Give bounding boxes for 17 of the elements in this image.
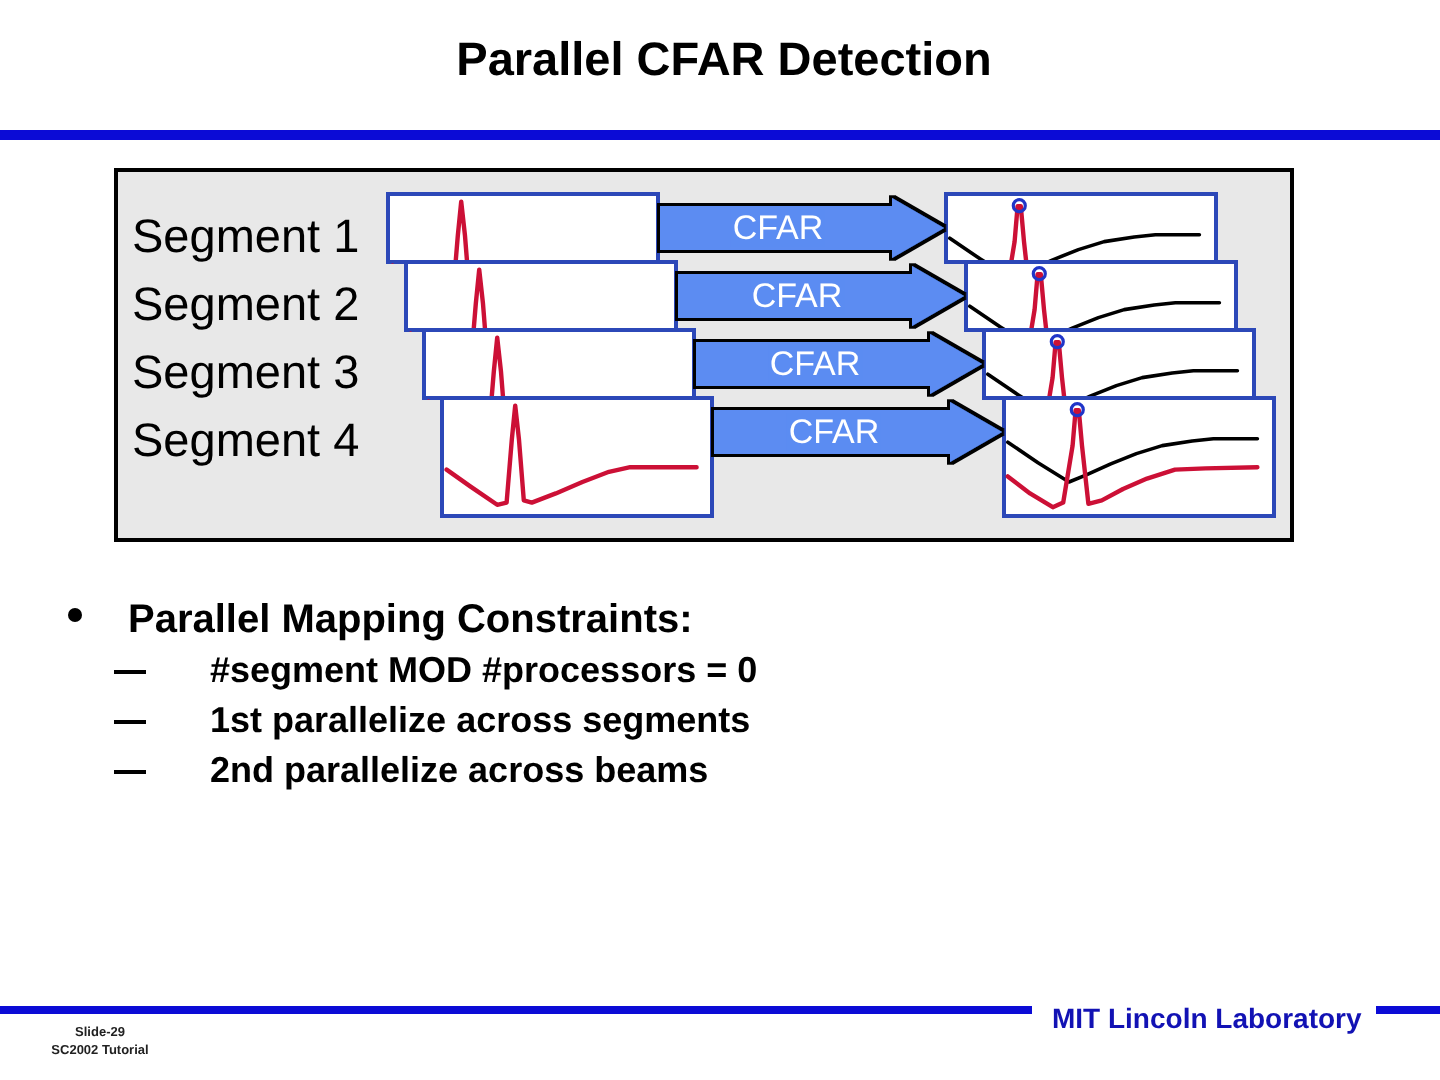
segment-label: Segment 1 xyxy=(132,208,360,264)
bullet-item: 1st parallelize across segments xyxy=(210,698,751,742)
segment-label: Segment 2 xyxy=(132,276,360,332)
bullet-heading: Parallel Mapping Constraints: xyxy=(128,596,693,644)
bullet-item: #segment MOD #processors = 0 xyxy=(210,648,758,692)
block-arrow xyxy=(660,198,944,258)
organization-name: MIT Lincoln Laboratory xyxy=(1052,1001,1362,1035)
block-arrow xyxy=(678,266,964,326)
slide-title: Parallel CFAR Detection xyxy=(456,33,992,87)
segment-label: Segment 4 xyxy=(132,412,360,468)
block-arrow xyxy=(714,402,1002,462)
block-arrow xyxy=(696,334,982,394)
figure-panel xyxy=(114,168,1294,542)
bullet-item: 2nd parallelize across beams xyxy=(210,748,709,792)
detection-plot xyxy=(1002,396,1276,518)
waveform-plot xyxy=(440,396,714,518)
segment-label: Segment 3 xyxy=(132,344,360,400)
